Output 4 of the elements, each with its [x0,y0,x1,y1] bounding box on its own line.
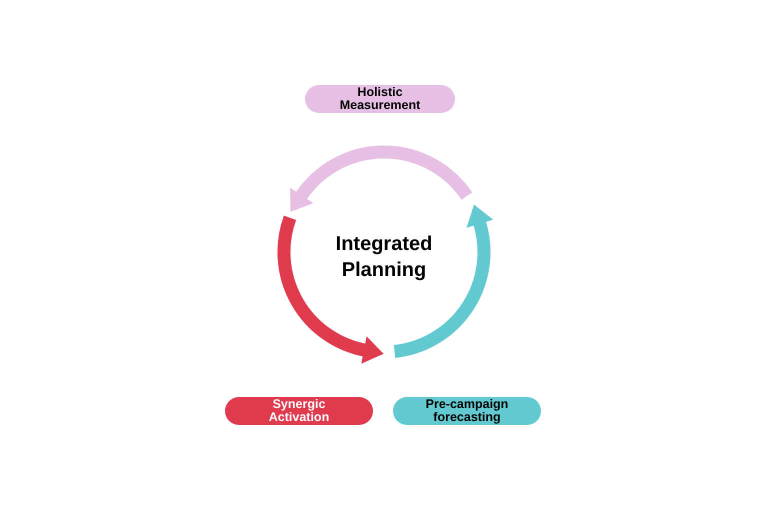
stage-pill: Synergic Activation [225,397,373,425]
stage-pill: Pre-campaign forecasting [393,397,541,425]
stage-pill: Holistic Measurement [305,85,455,113]
center-label: Integrated Planning [334,232,434,283]
